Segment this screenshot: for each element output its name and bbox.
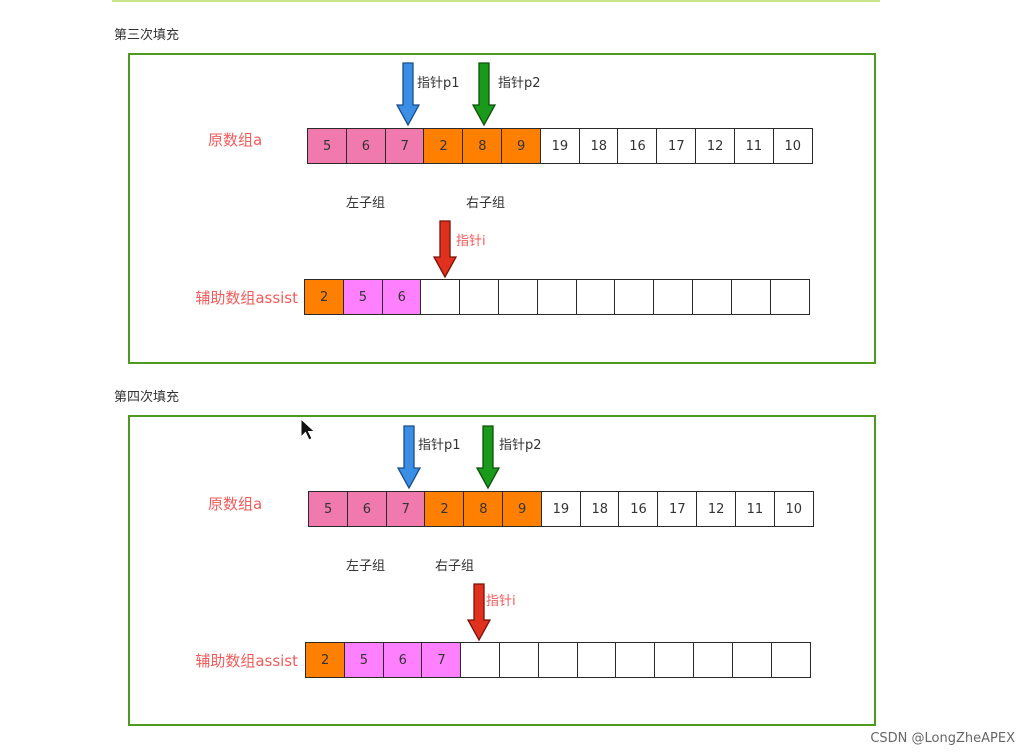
assist-cell: 2 bbox=[304, 279, 345, 315]
assist-cell bbox=[653, 279, 694, 315]
pointer-p1-arrow-icon bbox=[396, 425, 422, 490]
pointer-i-label: 指针i bbox=[486, 594, 516, 609]
original-cell: 2 bbox=[424, 491, 465, 527]
assist-array-label: 辅助数组assist bbox=[195, 652, 298, 670]
original-cell: 12 bbox=[694, 128, 736, 164]
assist-cell: 2 bbox=[305, 642, 346, 678]
original-cell: 17 bbox=[657, 491, 698, 527]
original-cell: 5 bbox=[308, 491, 349, 527]
original-cell: 7 bbox=[384, 128, 425, 164]
pointer-p1-label: 指针p1 bbox=[418, 438, 461, 453]
original-cell: 19 bbox=[540, 491, 582, 527]
pointer-p2-label: 指针p2 bbox=[498, 76, 541, 91]
original-cell: 16 bbox=[617, 128, 658, 164]
assist-cell bbox=[576, 642, 617, 678]
pointer-i-arrow-icon bbox=[466, 583, 492, 642]
pointer-p1-label: 指针p1 bbox=[417, 76, 460, 91]
original-cell: 9 bbox=[501, 491, 543, 527]
panel-fourth-fill bbox=[128, 415, 876, 726]
assist-cell bbox=[730, 279, 772, 315]
pointer-i-arrow-icon bbox=[432, 220, 458, 279]
assist-cell bbox=[770, 642, 811, 678]
original-cell: 18 bbox=[578, 128, 619, 164]
pointer-p2-arrow-icon bbox=[471, 62, 497, 127]
assist-cell bbox=[691, 279, 733, 315]
assist-cell bbox=[536, 279, 578, 315]
original-cell: 8 bbox=[463, 491, 504, 527]
original-cell: 19 bbox=[539, 128, 581, 164]
assist-cell: 5 bbox=[343, 642, 385, 678]
original-cell: 12 bbox=[695, 491, 737, 527]
assist-array-label: 辅助数组assist bbox=[195, 289, 298, 307]
assist-cell bbox=[497, 279, 539, 315]
assist-cell bbox=[460, 642, 501, 678]
original-cell: 8 bbox=[462, 128, 503, 164]
original-cell: 6 bbox=[345, 128, 387, 164]
original-array-label: 原数组a bbox=[208, 495, 263, 513]
right-subgroup-label: 右子组 bbox=[466, 196, 506, 211]
assist-cell: 7 bbox=[421, 642, 462, 678]
section-title-third-fill: 第三次填充 bbox=[114, 28, 180, 43]
original-cell: 5 bbox=[307, 128, 348, 164]
right-subgroup-label: 右子组 bbox=[435, 559, 475, 574]
left-subgroup-label: 左子组 bbox=[346, 196, 386, 211]
original-cell: 11 bbox=[734, 491, 776, 527]
assist-cell bbox=[498, 642, 540, 678]
assist-cell bbox=[614, 279, 655, 315]
section-title-fourth-fill: 第四次填充 bbox=[114, 390, 180, 405]
assist-cell bbox=[537, 642, 579, 678]
original-cell: 9 bbox=[500, 128, 542, 164]
assist-cell: 6 bbox=[381, 279, 422, 315]
pointer-p2-label: 指针p2 bbox=[499, 438, 542, 453]
original-cell: 17 bbox=[656, 128, 697, 164]
assist-cell bbox=[692, 642, 734, 678]
assist-cell bbox=[654, 642, 695, 678]
mouse-pointer-icon bbox=[300, 418, 316, 441]
assist-cell bbox=[731, 642, 773, 678]
csdn-watermark: CSDN @LongZheAPEX bbox=[870, 731, 1015, 746]
left-subgroup-label: 左子组 bbox=[346, 559, 386, 574]
original-cell: 10 bbox=[773, 491, 814, 527]
assist-cell: 6 bbox=[382, 642, 423, 678]
pointer-p1-arrow-icon bbox=[395, 62, 421, 127]
original-cell: 16 bbox=[618, 491, 659, 527]
assist-cell bbox=[769, 279, 810, 315]
assist-cell bbox=[575, 279, 616, 315]
original-cell: 6 bbox=[346, 491, 388, 527]
original-cell: 7 bbox=[385, 491, 426, 527]
assist-cell bbox=[615, 642, 656, 678]
pointer-i-label: 指针i bbox=[456, 234, 486, 249]
panel-third-fill bbox=[128, 53, 876, 364]
original-cell: 11 bbox=[733, 128, 775, 164]
original-cell: 10 bbox=[772, 128, 813, 164]
assist-cell: 5 bbox=[342, 279, 384, 315]
assist-cell bbox=[459, 279, 500, 315]
pointer-p2-arrow-icon bbox=[475, 425, 501, 490]
original-cell: 18 bbox=[579, 491, 620, 527]
top-divider bbox=[112, 0, 880, 2]
assist-cell bbox=[420, 279, 461, 315]
original-array-label: 原数组a bbox=[208, 131, 263, 149]
original-cell: 2 bbox=[423, 128, 464, 164]
